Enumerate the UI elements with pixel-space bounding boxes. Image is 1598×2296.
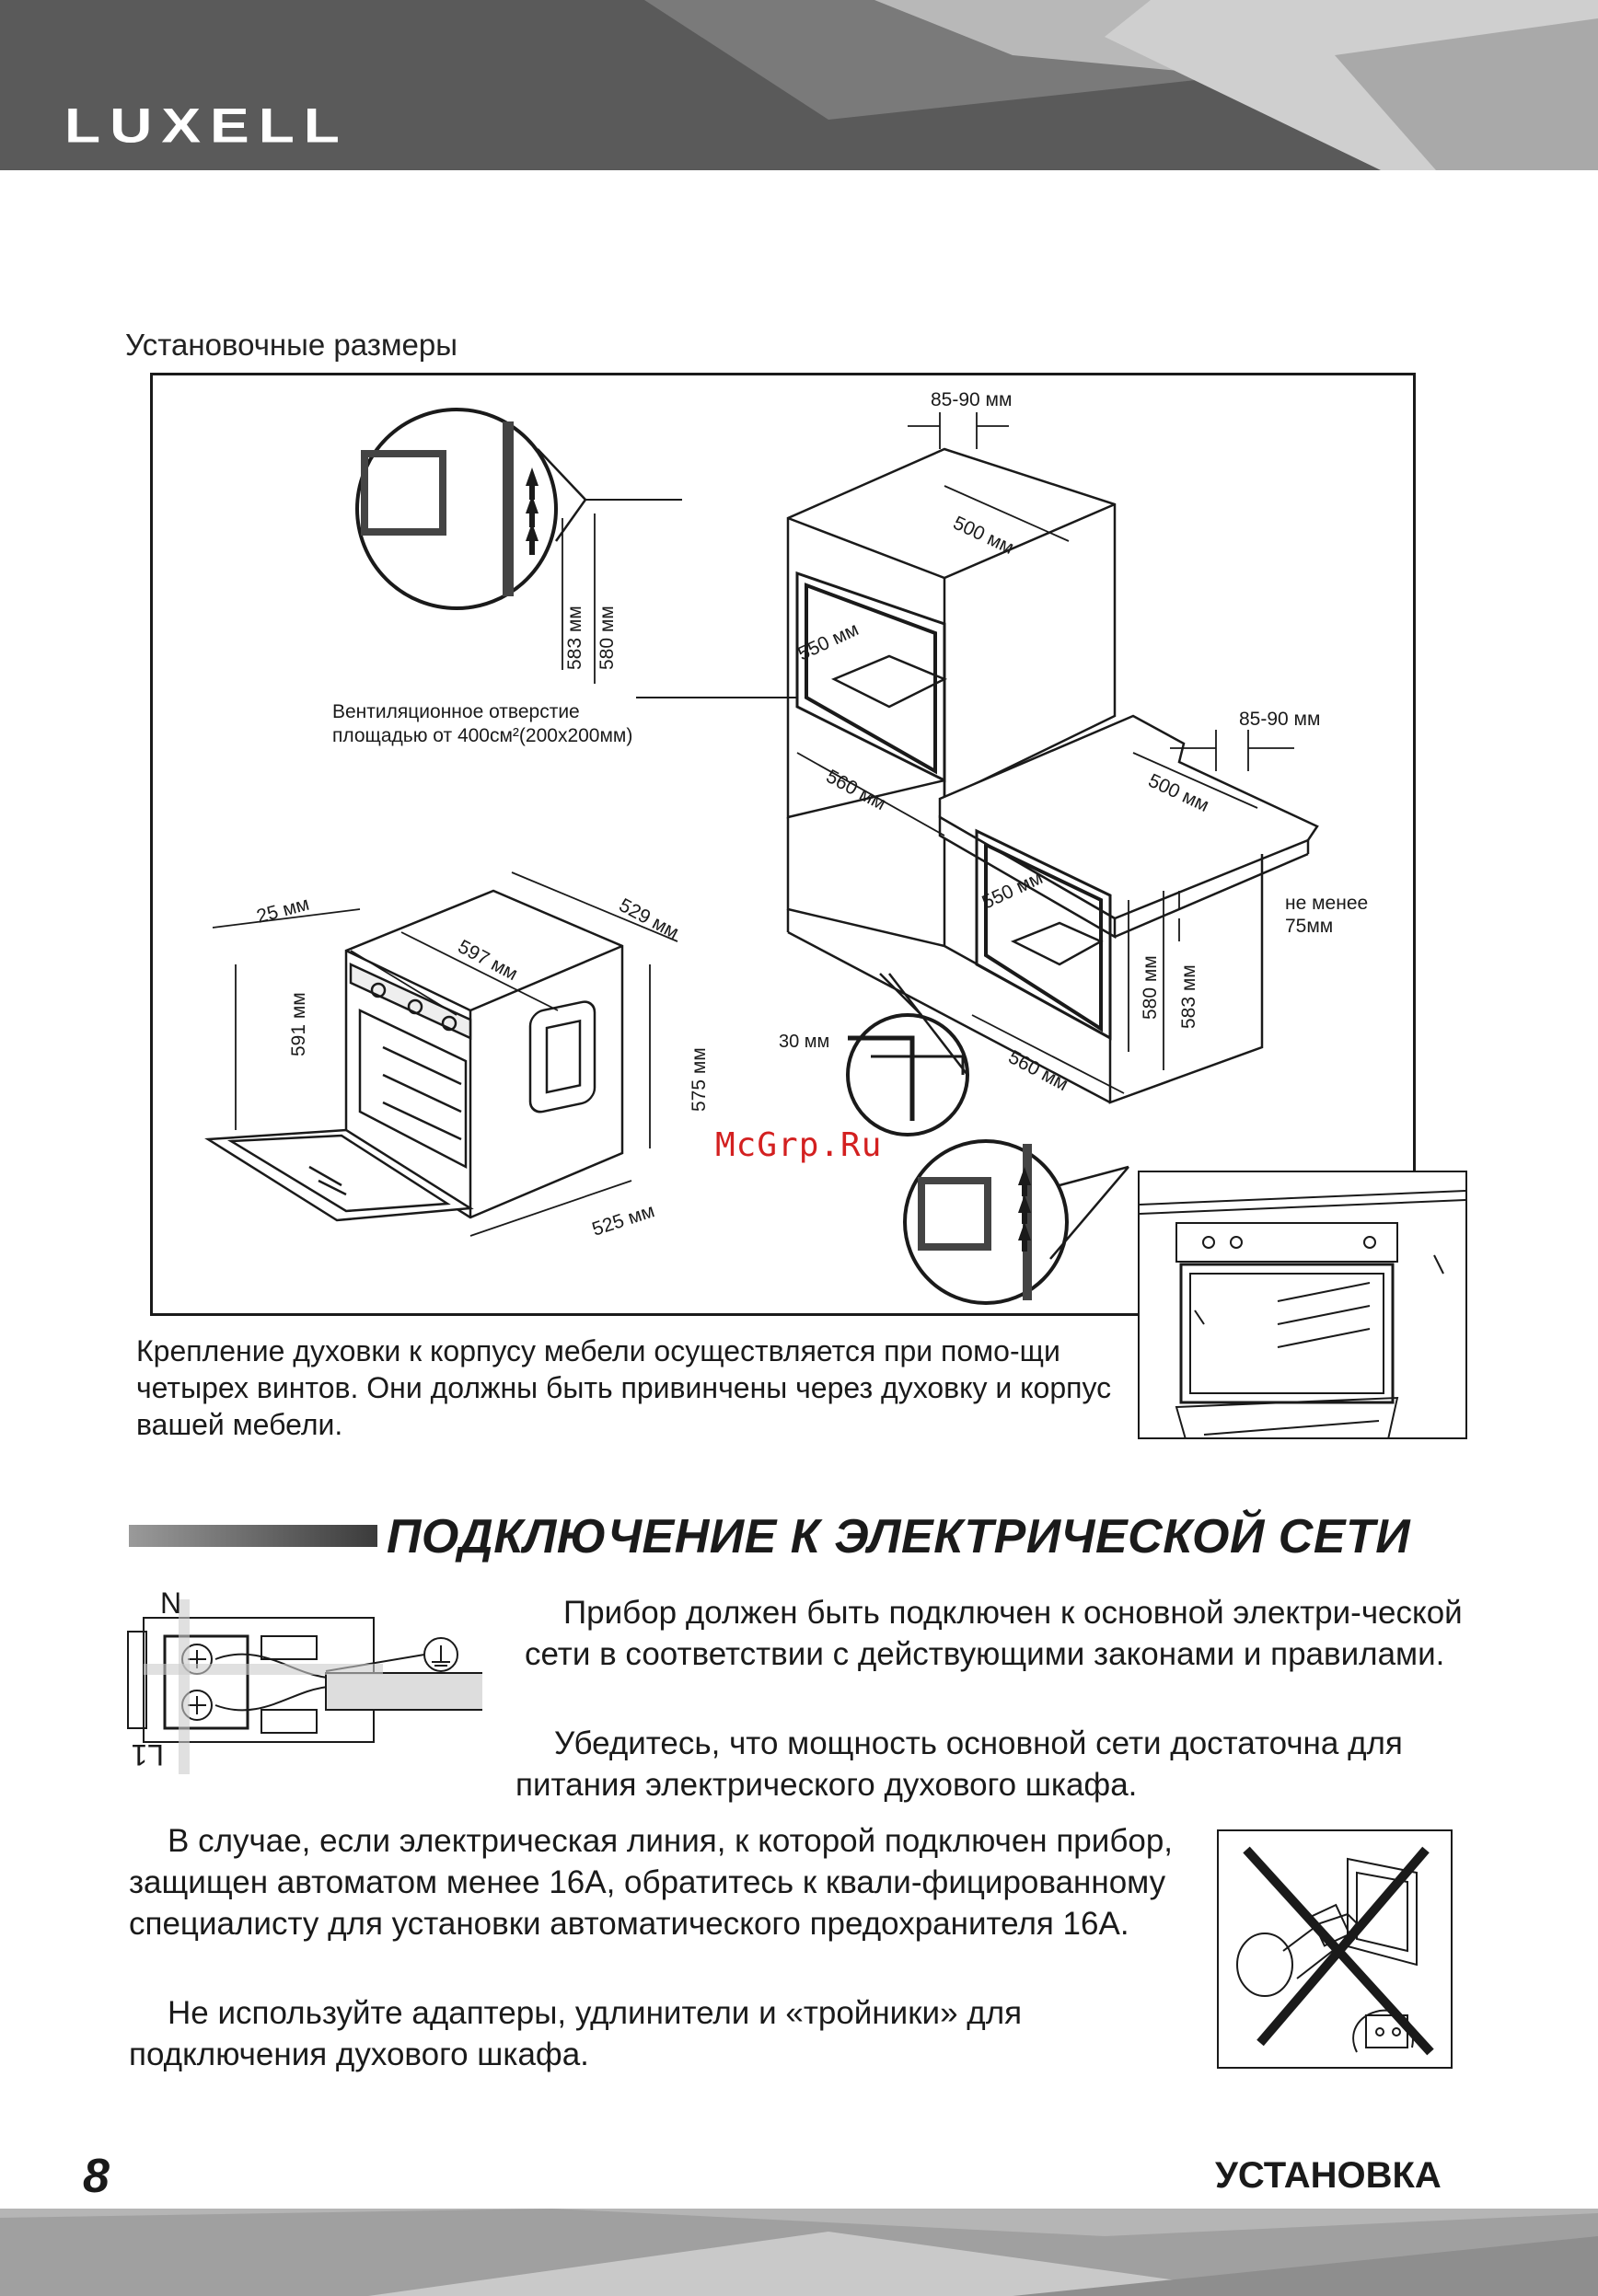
section-heading-electrical: ПОДКЛЮЧЕНИЕ К ЭЛЕКТРИЧЕСКОЙ СЕТИ <box>387 1510 1411 1563</box>
vent-label-line2: площадью от 400см²(200х200мм) <box>332 725 632 746</box>
vent-label-line1: Вентиляционное отверстие <box>332 701 580 722</box>
dim-under-d560: 560 мм <box>1005 1046 1071 1095</box>
paragraph-connection-law: Прибор должен быть подключен к основной … <box>525 1592 1473 1675</box>
dim-min-line2: 75мм <box>1285 916 1333 937</box>
dim-oven-525: 525 мм <box>589 1200 656 1240</box>
dim-gap30: 30 мм <box>779 1032 829 1052</box>
mounting-instruction-text: Крепление духовки к корпусу мебели осуще… <box>136 1334 1112 1441</box>
paragraph-power-check-text: Убедитесь, что мощность основной сети до… <box>515 1725 1403 1803</box>
dim-oven-25: 25 мм <box>254 894 311 928</box>
paragraph-breaker: В случае, если электрическая линия, к ко… <box>129 1820 1197 1944</box>
dim-under-h580: 580 мм <box>1140 955 1161 1020</box>
dim-col-h583: 583 мм <box>564 606 585 670</box>
dim-oven-575: 575 мм <box>689 1047 710 1112</box>
terminal-block-drawing: N L1 <box>127 1586 603 1774</box>
oven-mounting-drawing <box>1139 1190 1466 1440</box>
paragraph-no-adapters: Не используйте адаптеры, удлинители и «т… <box>129 1992 1197 2075</box>
no-adapter-warning-picture <box>1217 1829 1453 2069</box>
no-adapter-warning-drawing <box>1236 1846 1434 2056</box>
paragraph-no-adapters-text: Не используйте адаптеры, удлинители и «т… <box>129 1995 1023 2072</box>
oven-mounting-picture <box>1138 1171 1467 1440</box>
terminal-label-l1: L1 <box>131 1738 164 1771</box>
watermark: McGrp.Ru <box>715 1126 883 1164</box>
dim-oven-591: 591 мм <box>288 992 309 1056</box>
paragraph-connection-law-text: Прибор должен быть подключен к основной … <box>525 1595 1463 1672</box>
dim-top-gap: 85-90 мм <box>931 389 1012 410</box>
page-header: LUXELL <box>0 0 1598 170</box>
dim-min-line1: не менее <box>1285 893 1368 914</box>
paragraph-breaker-text: В случае, если электрическая линия, к ко… <box>129 1823 1174 1942</box>
dim-col-h580: 580 мм <box>596 606 618 670</box>
install-title: Установочные размеры <box>125 328 457 362</box>
terminal-block-diagram: N L1 <box>123 1581 603 1793</box>
paragraph-power-check: Убедитесь, что мощность основной сети до… <box>515 1723 1473 1806</box>
footer-section-title: УСТАНОВКА <box>1215 2155 1442 2196</box>
page-footer <box>0 2209 1598 2296</box>
dim-under-h583: 583 мм <box>1178 964 1199 1029</box>
header-band-graphic <box>0 0 1598 170</box>
footer-band-graphic <box>0 2209 1598 2296</box>
installation-diagram: 85-90 мм 500 мм 583 мм 580 мм 550 мм 560… <box>150 373 1416 1316</box>
dim-under-gap: 85-90 мм <box>1239 709 1320 730</box>
page-number: 8 <box>83 2150 110 2203</box>
terminal-label-n: N <box>160 1586 181 1620</box>
heading-bar-graphic <box>129 1525 377 1547</box>
installation-drawing: 85-90 мм 500 мм 583 мм 580 мм 550 мм 560… <box>204 389 1368 1305</box>
brand-logo: LUXELL <box>64 98 349 153</box>
